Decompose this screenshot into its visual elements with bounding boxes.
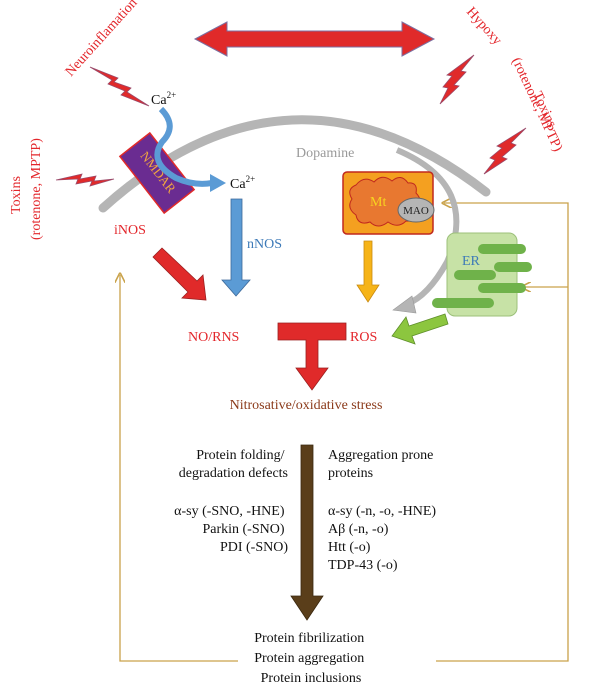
er-bar	[494, 262, 532, 272]
nmdar-receptor	[118, 131, 196, 215]
er-bar	[478, 244, 526, 254]
lightning-bolt-icon	[89, 66, 150, 107]
stress-label: Nitrosative/oxidative stress	[230, 398, 383, 413]
pathway-arrow	[290, 444, 324, 621]
calcium-influx-arrow	[154, 106, 213, 187]
er-label: ER	[462, 254, 481, 269]
folding-defects-heading: Protein folding/ degradation defects	[179, 448, 288, 481]
neuroinflammation-label: Neuroinflamation	[63, 0, 141, 80]
mitochondrion-to-ros-arrow	[356, 240, 380, 303]
mao-ellipse	[397, 197, 435, 223]
convergence-arrow	[277, 322, 347, 391]
ros-label: ROS	[350, 330, 377, 345]
aggregation-prone-list: α-sy (-n, -o, -HNE) Aβ (-n, -o) Htt (-o)…	[328, 504, 440, 573]
inos-label: iNOS	[114, 223, 146, 238]
inos-arrow	[152, 247, 207, 301]
mitochondrion-label: Mt	[370, 195, 386, 210]
calcium-top-label: Ca2+	[151, 90, 176, 108]
no-rns-label: NO/RNS	[188, 330, 239, 345]
mao-label: MAO	[403, 205, 429, 217]
outcomes-list: Protein fibrilization Protein aggregatio…	[254, 631, 368, 686]
feedback-loop-line-right	[436, 203, 569, 662]
dopamine-label: Dopamine	[296, 146, 354, 161]
hypoxy-label: Hypoxy	[463, 5, 504, 49]
er-bar	[478, 283, 526, 293]
lightning-bolt-icon	[55, 173, 115, 187]
er-bar	[432, 298, 494, 308]
lightning-bolt-icon	[483, 127, 527, 175]
nnos-arrow	[221, 198, 251, 297]
lightning-bolt-icon	[439, 54, 475, 105]
toxins-right-sublabel: (rotenone, MPTP)	[508, 55, 565, 154]
dopamine-to-ros-arrowhead	[392, 295, 417, 314]
calcium-influx-arrowhead	[210, 174, 226, 192]
nnos-label: nNOS	[247, 237, 282, 252]
feedback-loop-line	[120, 275, 238, 662]
er-bar	[454, 270, 496, 280]
double-arrow	[193, 21, 436, 57]
er-to-ros-arrow	[391, 313, 449, 345]
toxins-left-sublabel: (rotenone, MPTP)	[29, 138, 44, 240]
toxins-left-label: Toxins	[9, 176, 24, 214]
aggregation-prone-heading: Aggregation prone proteins	[328, 448, 437, 481]
folding-defects-list: α-sy (-SNO, -HNE) Parkin (-SNO) PDI (-SN…	[174, 504, 288, 555]
calcium-mid-label: Ca2+	[230, 174, 255, 192]
